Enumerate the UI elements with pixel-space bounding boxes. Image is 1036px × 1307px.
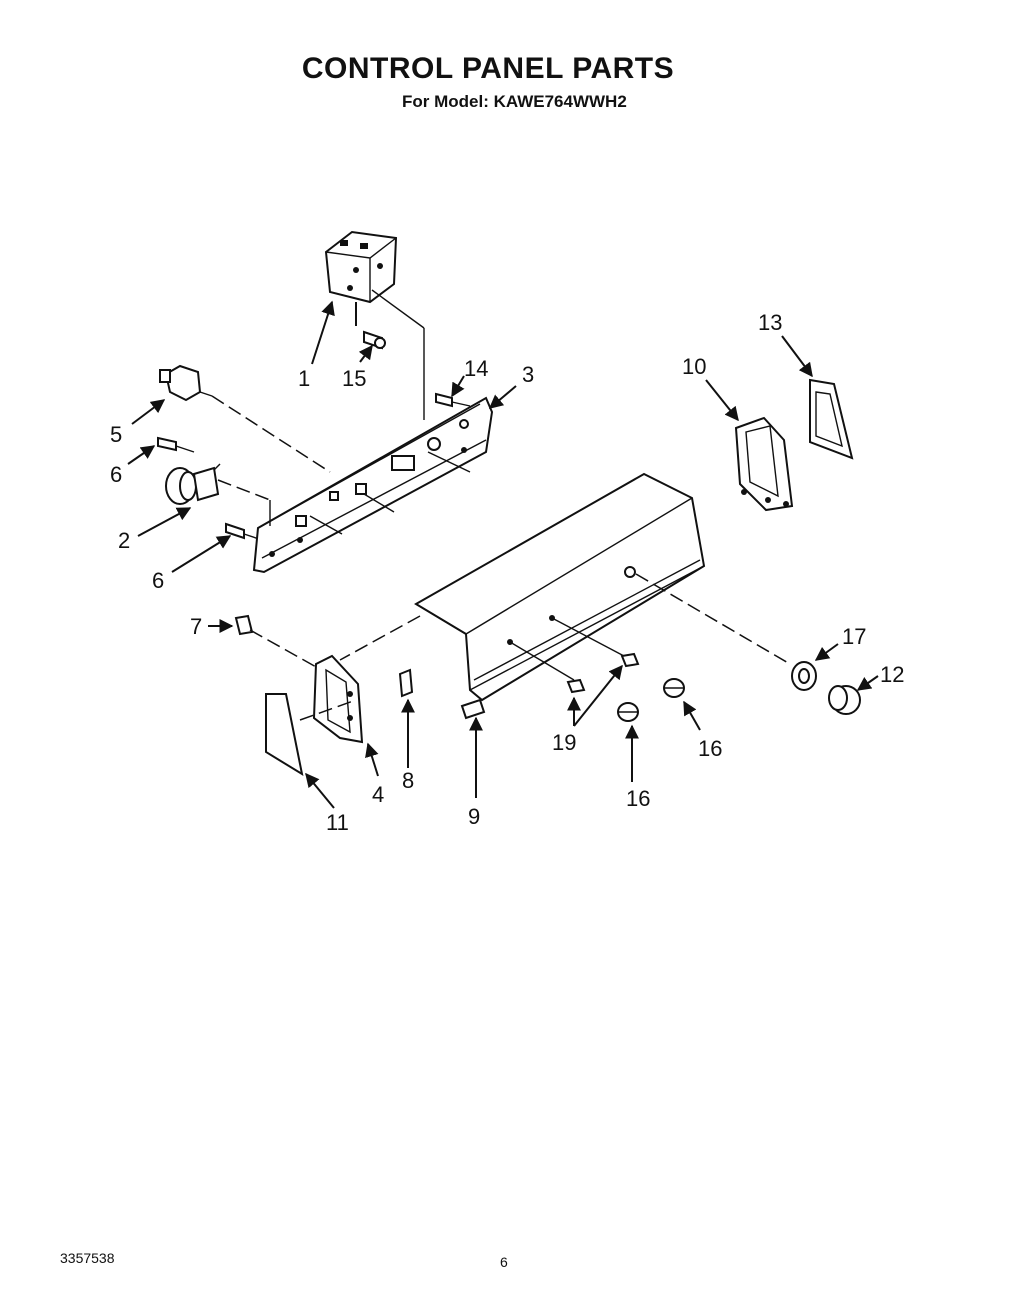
- model-subtitle: For Model: KAWE764WWH2: [402, 92, 627, 111]
- callout-4: 4: [372, 782, 384, 807]
- clip-7-part: [234, 614, 319, 669]
- console-panel-9-part: [339, 472, 791, 720]
- callout-labels: 1 15 14 3 5 6 2 6 13 10 7 17 12 19 16 16…: [110, 310, 904, 835]
- knob-12-part: [828, 685, 861, 715]
- callout-16b: 16: [626, 786, 650, 811]
- clip-19b-part: [620, 652, 640, 668]
- knob-16a-part: [663, 678, 685, 698]
- callout-7: 7: [190, 614, 202, 639]
- callout-15: 15: [342, 366, 366, 391]
- callout-16a: 16: [698, 736, 722, 761]
- callout-11: 11: [326, 810, 349, 835]
- switch-5-part: [159, 364, 331, 473]
- callout-3: 3: [522, 362, 534, 387]
- insert-11-part: [265, 693, 304, 777]
- page-number: 6: [500, 1254, 508, 1270]
- callout-1: 1: [298, 366, 310, 391]
- callout-17: 17: [842, 624, 866, 649]
- pin-8-part: [398, 668, 414, 698]
- callout-14: 14: [464, 356, 488, 381]
- callout-6a: 6: [110, 462, 122, 487]
- callout-19: 19: [552, 730, 576, 755]
- knob-16b-part: [617, 702, 639, 722]
- callout-6b: 6: [152, 568, 164, 593]
- screw-15-part: [355, 302, 386, 350]
- callout-8: 8: [402, 768, 414, 793]
- timer-switch-part: [324, 230, 425, 420]
- panel-frame-13-part: [809, 378, 854, 460]
- console-end-10-part: [734, 416, 794, 512]
- callout-13: 13: [758, 310, 782, 335]
- clip-19a-part: [566, 678, 586, 694]
- control-bracket-part: [252, 396, 494, 574]
- ring-17-part: [791, 661, 817, 691]
- callout-5: 5: [110, 422, 122, 447]
- callout-10: 10: [682, 354, 706, 379]
- document-number: 3357538: [60, 1250, 115, 1266]
- leader-lines: [127, 300, 879, 809]
- screw-6a-part: [157, 436, 195, 453]
- callout-2: 2: [118, 528, 130, 553]
- console-end-4-part: [299, 654, 364, 744]
- pressure-switch-part: [165, 463, 271, 505]
- callout-12: 12: [880, 662, 904, 687]
- callout-9: 9: [468, 804, 480, 829]
- page-title: CONTROL PANEL PARTS: [301, 52, 675, 85]
- screw-14-part: [435, 392, 471, 408]
